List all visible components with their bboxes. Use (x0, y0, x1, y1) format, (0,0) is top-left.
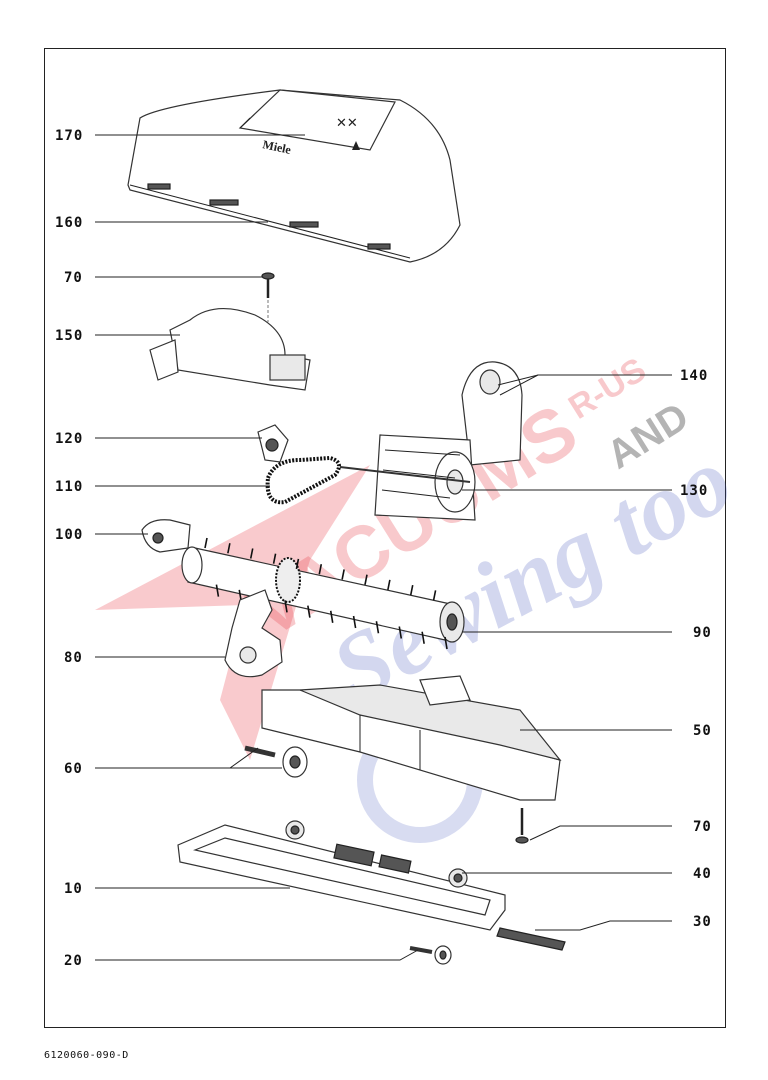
leader-60 (95, 747, 282, 769)
callout-label: 90 (693, 625, 712, 641)
leader-70b (529, 825, 672, 841)
brush-bristle (249, 548, 254, 559)
part-end-cap-left (141, 519, 191, 553)
brush-bristle (432, 590, 437, 601)
part-motor-housing (339, 361, 523, 521)
callout-label: 30 (693, 914, 712, 930)
callout-label: 40 (693, 866, 712, 882)
callout-labels: 170 160 70 150 120 110 100 80 60 10 20 1… (55, 128, 712, 969)
part-lower-chassis (261, 675, 562, 801)
leader-30 (535, 920, 672, 931)
callout-label: 100 (55, 527, 83, 543)
watermark-red-v-logo (95, 465, 370, 760)
brush-bristle (204, 537, 208, 549)
brush-bristle (387, 579, 391, 591)
brush-bristle (272, 553, 277, 564)
brush-bristle (227, 543, 231, 554)
brush-bristle (444, 636, 448, 650)
document-id: 6120060-090-D (44, 1050, 129, 1061)
cover-clip (147, 183, 171, 190)
brush-bristle (409, 584, 414, 596)
brush-bristle (364, 574, 368, 585)
callout-label: 60 (64, 761, 83, 777)
brush-bristle (284, 600, 288, 613)
part-wheel-axle (244, 745, 308, 778)
cover-clip (367, 243, 391, 250)
brush-bristle (398, 626, 403, 639)
cover-clip (209, 199, 239, 206)
brush-bristle (318, 564, 323, 575)
diagram-frame (44, 48, 726, 1028)
cover-triangle-icon (352, 141, 360, 150)
brush-bristle (421, 631, 425, 644)
callout-label: 20 (64, 953, 83, 969)
part-screw-top (261, 272, 275, 322)
brush-bristle (341, 569, 345, 580)
part-base-plate (177, 820, 506, 931)
part-small-wheel (409, 945, 452, 965)
callout-label: 10 (64, 881, 83, 897)
brush-bristle (329, 610, 334, 623)
brush-bristle (215, 584, 220, 597)
callout-label: 120 (55, 431, 83, 447)
callout-label: 130 (680, 483, 708, 499)
cover-symbols-text: ✕✕ (336, 116, 358, 131)
leader-lines (95, 134, 672, 961)
callout-label: 150 (55, 328, 83, 344)
brush-bristle (307, 605, 311, 618)
callout-label: 160 (55, 215, 83, 231)
part-brush-roll (181, 537, 465, 650)
leader-140 (497, 374, 672, 396)
brush-bristle (375, 621, 380, 634)
cover-clip (289, 221, 319, 228)
callout-label: 110 (55, 479, 83, 495)
callout-label: 80 (64, 650, 83, 666)
brush-bristle (295, 558, 300, 570)
part-belt-guard (224, 589, 283, 678)
part-motor-cover (149, 307, 311, 391)
brush-bristle (352, 615, 357, 629)
cover-brand-text: Miele (261, 137, 293, 157)
part-pulley-bracket (257, 424, 289, 463)
callout-label: 50 (693, 723, 712, 739)
callout-label: 70 (693, 819, 712, 835)
part-screw-bottom (515, 808, 529, 844)
part-axle-rod (496, 927, 566, 951)
callout-label: 170 (55, 128, 83, 144)
part-top-cover: Miele ✕✕ (127, 89, 461, 263)
leader-20 (95, 949, 419, 961)
callout-label: 70 (64, 270, 83, 286)
callout-label: 140 (680, 368, 708, 384)
